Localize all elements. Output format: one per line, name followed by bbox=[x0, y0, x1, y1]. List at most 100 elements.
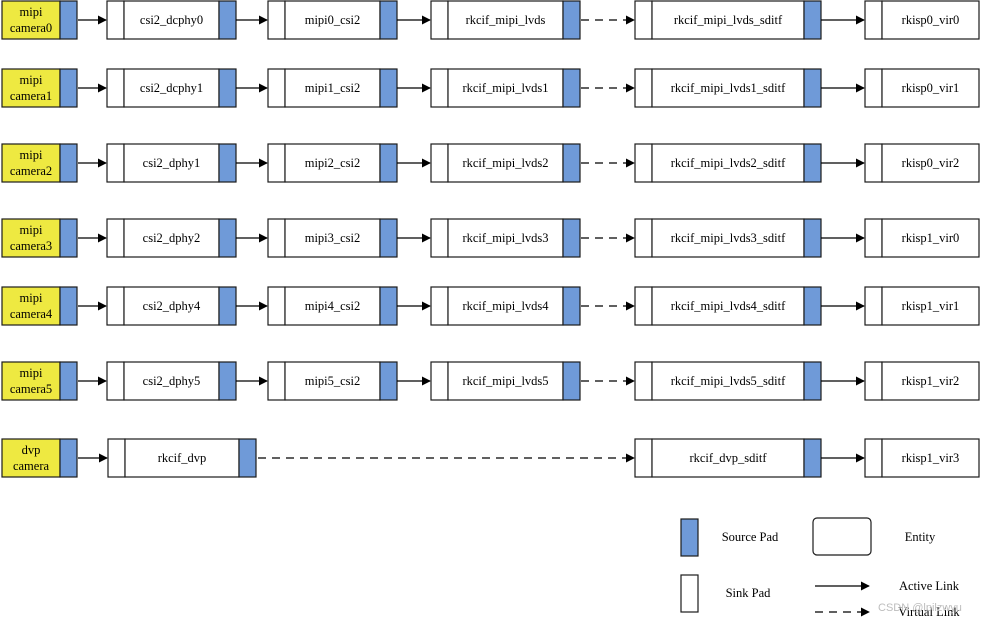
csi2-entity bbox=[284, 286, 381, 326]
dphy-entity bbox=[123, 286, 220, 326]
sink-pad bbox=[430, 286, 449, 326]
sink-pad bbox=[864, 218, 883, 258]
source-pad bbox=[59, 286, 78, 326]
sink-pad bbox=[430, 218, 449, 258]
sink-pad bbox=[267, 0, 286, 40]
dphy-entity bbox=[123, 218, 220, 258]
source-pad bbox=[379, 0, 398, 40]
lvds-entity bbox=[447, 0, 564, 40]
camera-label-line1: mipi bbox=[20, 366, 43, 380]
source-pad bbox=[218, 68, 237, 108]
source-pad bbox=[218, 218, 237, 258]
camera-entity bbox=[1, 0, 61, 40]
sink-pad bbox=[430, 143, 449, 183]
watermark: CSDN @lpilzwyu bbox=[878, 602, 962, 614]
source-pad bbox=[803, 286, 822, 326]
lvds-entity-label: rkcif_mipi_lvds bbox=[466, 13, 546, 27]
sditf-entity-label: rkcif_mipi_lvds5_sditf bbox=[671, 374, 786, 388]
sink-pad bbox=[864, 0, 883, 40]
source-pad bbox=[562, 68, 581, 108]
csi2-entity bbox=[284, 0, 381, 40]
source-pad bbox=[803, 218, 822, 258]
csi2-entity bbox=[284, 361, 381, 401]
sink-pad bbox=[267, 286, 286, 326]
source-pad bbox=[59, 218, 78, 258]
source-pad bbox=[379, 286, 398, 326]
isp-entity-label: rkisp1_vir0 bbox=[902, 231, 960, 245]
sink-pad bbox=[267, 143, 286, 183]
isp-entity-label: rkisp0_vir1 bbox=[902, 81, 960, 95]
sditf-entity bbox=[651, 438, 805, 478]
sink-pad bbox=[106, 68, 125, 108]
csi2-entity-label: mipi3_csi2 bbox=[305, 231, 361, 245]
isp-entity-label: rkisp1_vir3 bbox=[902, 451, 960, 465]
camera-label-line2: camera0 bbox=[10, 21, 52, 35]
source-pad bbox=[562, 361, 581, 401]
dvp-cif-entity-label: rkcif_dvp bbox=[158, 451, 207, 465]
sink-pad bbox=[634, 68, 653, 108]
isp-entity bbox=[881, 0, 980, 40]
lvds-entity-label: rkcif_mipi_lvds3 bbox=[462, 231, 548, 245]
sink-pad bbox=[634, 218, 653, 258]
sditf-entity bbox=[651, 0, 805, 40]
sink-pad bbox=[430, 361, 449, 401]
source-pad bbox=[59, 68, 78, 108]
source-pad bbox=[218, 361, 237, 401]
source-pad bbox=[59, 438, 78, 478]
camera-label-line1: mipi bbox=[20, 148, 43, 162]
source-pad bbox=[218, 286, 237, 326]
legend-virtual-link-label: Virtual Link bbox=[898, 605, 960, 619]
lvds-entity bbox=[447, 143, 564, 183]
isp-entity-label: rkisp1_vir1 bbox=[902, 299, 960, 313]
source-pad bbox=[562, 286, 581, 326]
sink-pad bbox=[107, 438, 126, 478]
isp-entity bbox=[881, 143, 980, 183]
lvds-entity-label: rkcif_mipi_lvds1 bbox=[462, 81, 548, 95]
csi2-entity-label: mipi4_csi2 bbox=[305, 299, 361, 313]
source-pad bbox=[218, 0, 237, 40]
isp-entity bbox=[881, 218, 980, 258]
sditf-entity bbox=[651, 286, 805, 326]
sditf-entity bbox=[651, 68, 805, 108]
sditf-entity-label: rkcif_mipi_lvds1_sditf bbox=[671, 81, 786, 95]
source-pad bbox=[803, 438, 822, 478]
lvds-entity-label: rkcif_mipi_lvds4 bbox=[462, 299, 549, 313]
isp-entity bbox=[881, 68, 980, 108]
source-pad bbox=[59, 0, 78, 40]
isp-entity-label: rkisp0_vir0 bbox=[902, 13, 960, 27]
sink-pad bbox=[864, 68, 883, 108]
sditf-entity bbox=[651, 143, 805, 183]
source-pad bbox=[803, 68, 822, 108]
sink-pad bbox=[634, 0, 653, 40]
sink-pad bbox=[430, 0, 449, 40]
camera-label-line1: dvp bbox=[22, 443, 41, 457]
camera-entity bbox=[1, 218, 61, 258]
csi2-entity-label: mipi5_csi2 bbox=[305, 374, 361, 388]
dphy-entity bbox=[123, 143, 220, 183]
isp-entity bbox=[881, 286, 980, 326]
source-pad bbox=[562, 143, 581, 183]
source-pad bbox=[803, 143, 822, 183]
legend-entity-swatch bbox=[812, 517, 872, 556]
source-pad bbox=[379, 218, 398, 258]
source-pad bbox=[379, 68, 398, 108]
pipeline-rows: mipi camera0 csi2_dcphy0 mipi0_csi2 rkcif_mi… bbox=[1, 0, 980, 478]
camera-label-line2: camera5 bbox=[10, 382, 52, 396]
sink-pad bbox=[864, 143, 883, 183]
source-pad bbox=[238, 438, 257, 478]
legend-source-pad-label: Source Pad bbox=[722, 530, 779, 544]
dphy-entity-label: csi2_dcphy0 bbox=[140, 13, 203, 27]
sink-pad bbox=[106, 218, 125, 258]
camera-label-line2: camera1 bbox=[10, 89, 52, 103]
sink-pad bbox=[634, 438, 653, 478]
csi2-entity-label: mipi0_csi2 bbox=[305, 13, 361, 27]
camera-entity bbox=[1, 361, 61, 401]
camera-label-line1: mipi bbox=[20, 223, 43, 237]
source-pad bbox=[803, 361, 822, 401]
